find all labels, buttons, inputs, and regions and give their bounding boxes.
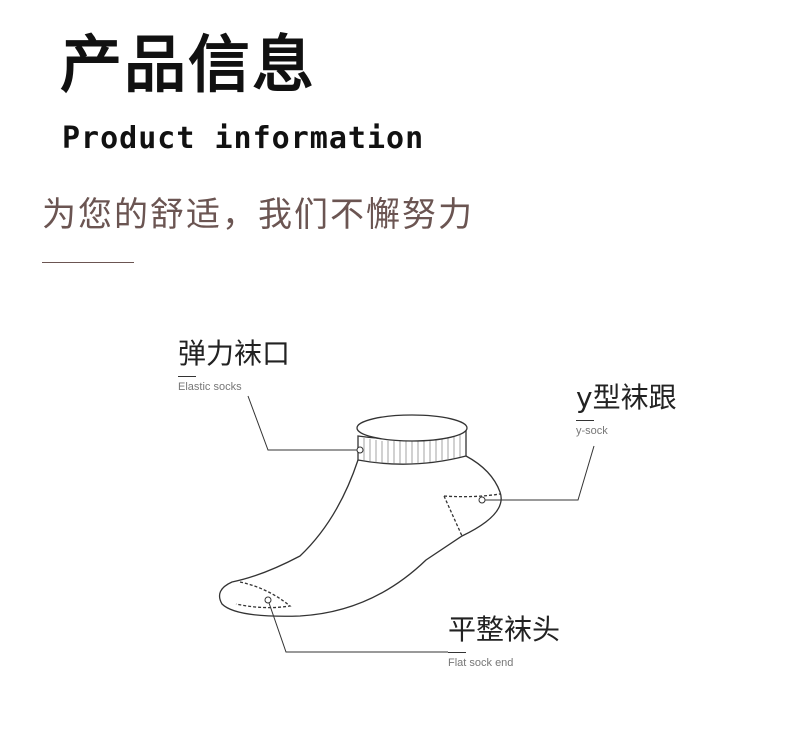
- sock-body: [218, 455, 502, 617]
- sock-heel: [443, 493, 501, 537]
- callout-tick: [576, 420, 594, 421]
- page-subtitle: Product information: [62, 121, 425, 156]
- callout-flat-toe: 平整袜头 Flat sock end: [448, 616, 560, 669]
- slogan: 为您的舒适，我们不懈努力: [42, 195, 474, 235]
- sock-toe-seam: [235, 581, 292, 609]
- callout-label-cn: 平整袜头: [448, 613, 561, 646]
- leader-line-heel: [482, 445, 595, 501]
- sock-cuff-opening: [356, 414, 468, 442]
- callout-label-cn: y型袜跟: [576, 381, 677, 414]
- cuff-ribbing: [363, 431, 461, 464]
- slogan-divider: [42, 262, 134, 263]
- callout-tick: [178, 376, 196, 377]
- callout-tick: [448, 652, 466, 653]
- leader-line-toe: [267, 599, 448, 653]
- callout-label-en: y-sock: [576, 425, 608, 437]
- callout-y-heel: y型袜跟 y-sock: [576, 384, 677, 437]
- callout-elastic-cuff: 弹力袜口 Elastic socks: [178, 340, 290, 393]
- sock-outline-icon: [218, 414, 502, 617]
- callout-label-cn: 弹力袜口: [178, 337, 291, 370]
- page-title: 产品信息: [60, 28, 317, 101]
- callout-label-en: Flat sock end: [448, 657, 514, 669]
- callout-label-en: Elastic socks: [178, 381, 242, 393]
- marker-toe: [264, 596, 272, 604]
- marker-cuff: [356, 446, 364, 454]
- leader-line-cuff: [247, 395, 360, 451]
- marker-heel: [478, 496, 486, 504]
